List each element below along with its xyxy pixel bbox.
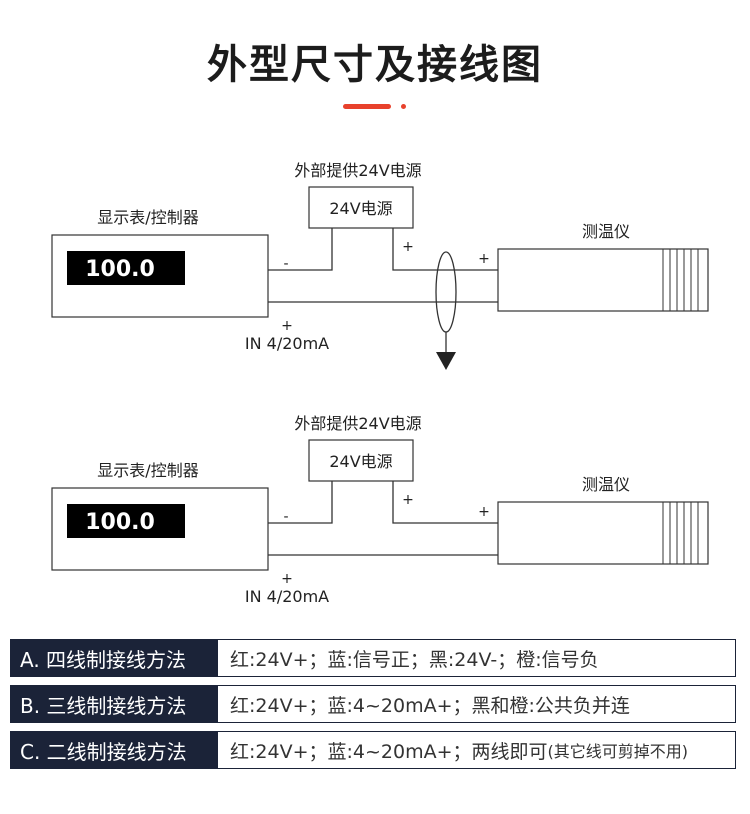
title-accent-bar [343, 104, 391, 109]
wires [268, 228, 498, 303]
display-value: 100.0 [85, 257, 155, 282]
method-description: 红:24V+；蓝:信号正；黑:24V-；橙:信号负 [218, 640, 599, 676]
wires [268, 481, 498, 556]
sensor-plus-sign: + [478, 504, 490, 520]
power-plus-sign: + [402, 492, 414, 508]
method-note: (其它线可剪掉不用) [547, 742, 689, 761]
method-desc-text: 红:24V+；蓝:4~20mA+；两线即可 [230, 740, 548, 763]
input-signal-label: IN 4/20mA [245, 587, 329, 606]
shield-ground-icon [435, 251, 457, 370]
thermometer-body [497, 501, 709, 565]
method-label: B. 三线制接线方法 [11, 686, 218, 722]
thermometer-body [497, 248, 709, 312]
method-description: 红:24V+；蓝:4~20mA+；黑和橙:公共负并连 [218, 686, 630, 722]
method-label: C. 二线制接线方法 [11, 732, 218, 768]
method-desc-text: 红:24V+；蓝:信号正；黑:24V-；橙:信号负 [230, 648, 599, 671]
method-row-four-wire: A. 四线制接线方法 红:24V+；蓝:信号正；黑:24V-；橙:信号负 [10, 639, 736, 677]
method-row-three-wire: B. 三线制接线方法 红:24V+；蓝:4~20mA+；黑和橙:公共负并连 [10, 685, 736, 723]
method-row-two-wire: C. 二线制接线方法 红:24V+；蓝:4~20mA+；两线即可(其它线可剪掉不… [10, 731, 736, 769]
display-controller-label: 显示表/控制器 [97, 208, 198, 227]
input-plus-sign: + [281, 571, 293, 587]
display-controller-label: 显示表/控制器 [97, 461, 198, 480]
minus-sign: - [283, 509, 288, 525]
display-screen [67, 504, 185, 538]
page-title: 外型尺寸及接线图 [207, 42, 543, 88]
power-supply-box [308, 439, 414, 482]
wiring-diagram-1: 外部提供24V电源 24V电源 显示表/控制器 100.0 测温仪 - + + … [51, 161, 709, 370]
wiring-diagram-2: 外部提供24V电源 24V电源 显示表/控制器 100.0 测温仪 - + + … [51, 414, 709, 606]
input-plus-sign: + [281, 318, 293, 334]
thermometer-label: 测温仪 [582, 475, 630, 494]
power-plus-sign: + [402, 239, 414, 255]
minus-sign: - [283, 256, 288, 272]
title-accent-dot [401, 104, 406, 109]
method-label: A. 四线制接线方法 [11, 640, 218, 676]
thermometer-fins [662, 249, 699, 311]
thermometer-label: 测温仪 [582, 222, 630, 241]
display-value: 100.0 [85, 510, 155, 535]
display-screen [67, 251, 185, 285]
power-supply-box [308, 186, 414, 229]
sensor-plus-sign: + [478, 251, 490, 267]
power-supply-box-label: 24V电源 [329, 199, 392, 218]
method-desc-text: 红:24V+；蓝:4~20mA+；黑和橙:公共负并连 [230, 694, 630, 717]
power-source-label: 外部提供24V电源 [294, 161, 421, 180]
thermometer-fins [662, 502, 699, 564]
method-description: 红:24V+；蓝:4~20mA+；两线即可(其它线可剪掉不用) [218, 732, 688, 768]
input-signal-label: IN 4/20mA [245, 334, 329, 353]
power-supply-box-label: 24V电源 [329, 452, 392, 471]
power-source-label: 外部提供24V电源 [294, 414, 421, 433]
